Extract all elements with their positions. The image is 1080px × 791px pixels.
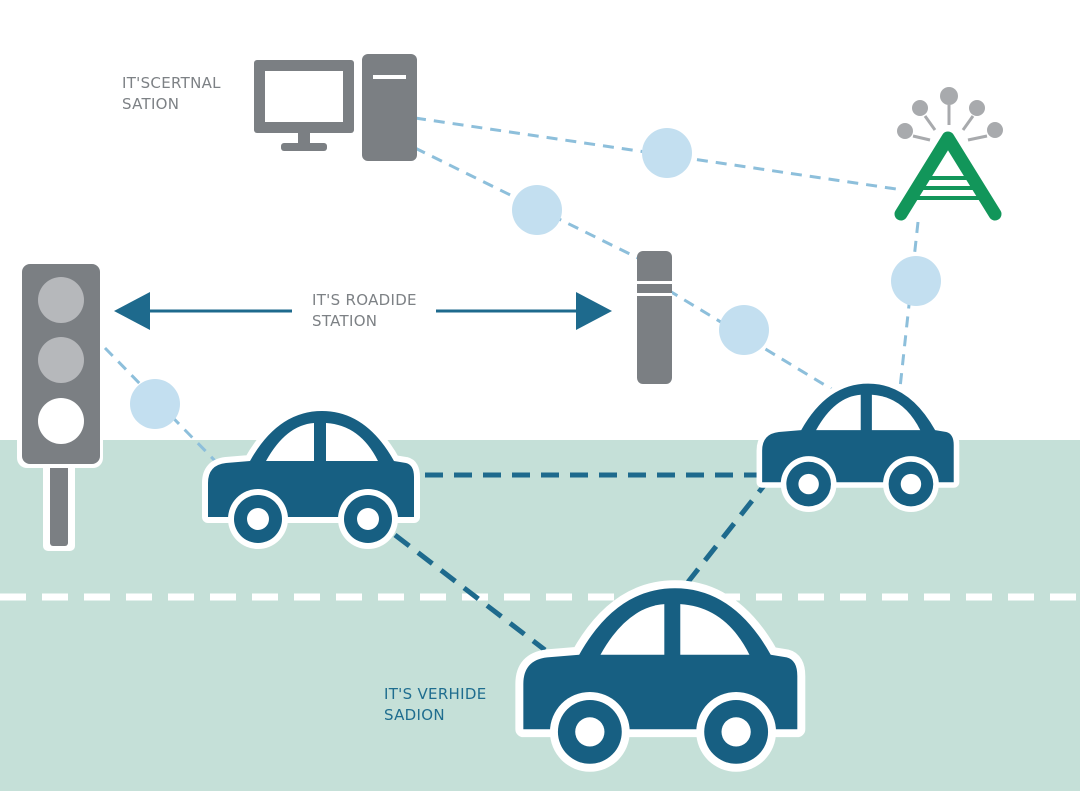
link-nodes (130, 128, 941, 429)
link-node (130, 379, 180, 429)
roadside-unit-icon (637, 251, 672, 384)
link-node (891, 256, 941, 306)
link-node (512, 185, 562, 235)
traffic-light-red-lamp (38, 277, 84, 323)
vehicle-station-label: IT'S VERHIDE SADION (384, 684, 487, 726)
link-central-antenna (414, 116, 904, 192)
antenna-icon (894, 87, 1003, 221)
vehicle-links (393, 472, 772, 652)
traffic-light-icon (17, 260, 103, 551)
wireless-links (103, 116, 920, 470)
link-car-left-car-bottom (393, 533, 547, 652)
roadside-station-label-line-1: IT'S ROADIDE (312, 291, 417, 309)
roadside-station-label: IT'S ROADIDE STATION (312, 290, 417, 332)
link-node (642, 128, 692, 178)
double-arrow-icon (114, 292, 612, 330)
computer-tower-icon (362, 54, 417, 161)
central-station-label: IT'SCERTNAL SATION (122, 73, 221, 115)
roadside-station-label-line-2: STATION (312, 312, 378, 330)
traffic-light-green-lamp (38, 398, 84, 444)
link-car-right-car-bottom (686, 476, 772, 584)
central-station-label-line-2: SATION (122, 95, 180, 113)
link-central-roadside (414, 146, 643, 262)
traffic-light-yellow-lamp (38, 337, 84, 383)
computer-monitor-icon (254, 60, 354, 151)
vehicle-station-label-line-1: IT'S VERHIDE (384, 685, 487, 703)
vehicle-station-label-line-2: SADION (384, 706, 445, 724)
link-node (719, 305, 769, 355)
central-station-label-line-1: IT'SCERTNAL (122, 74, 221, 92)
